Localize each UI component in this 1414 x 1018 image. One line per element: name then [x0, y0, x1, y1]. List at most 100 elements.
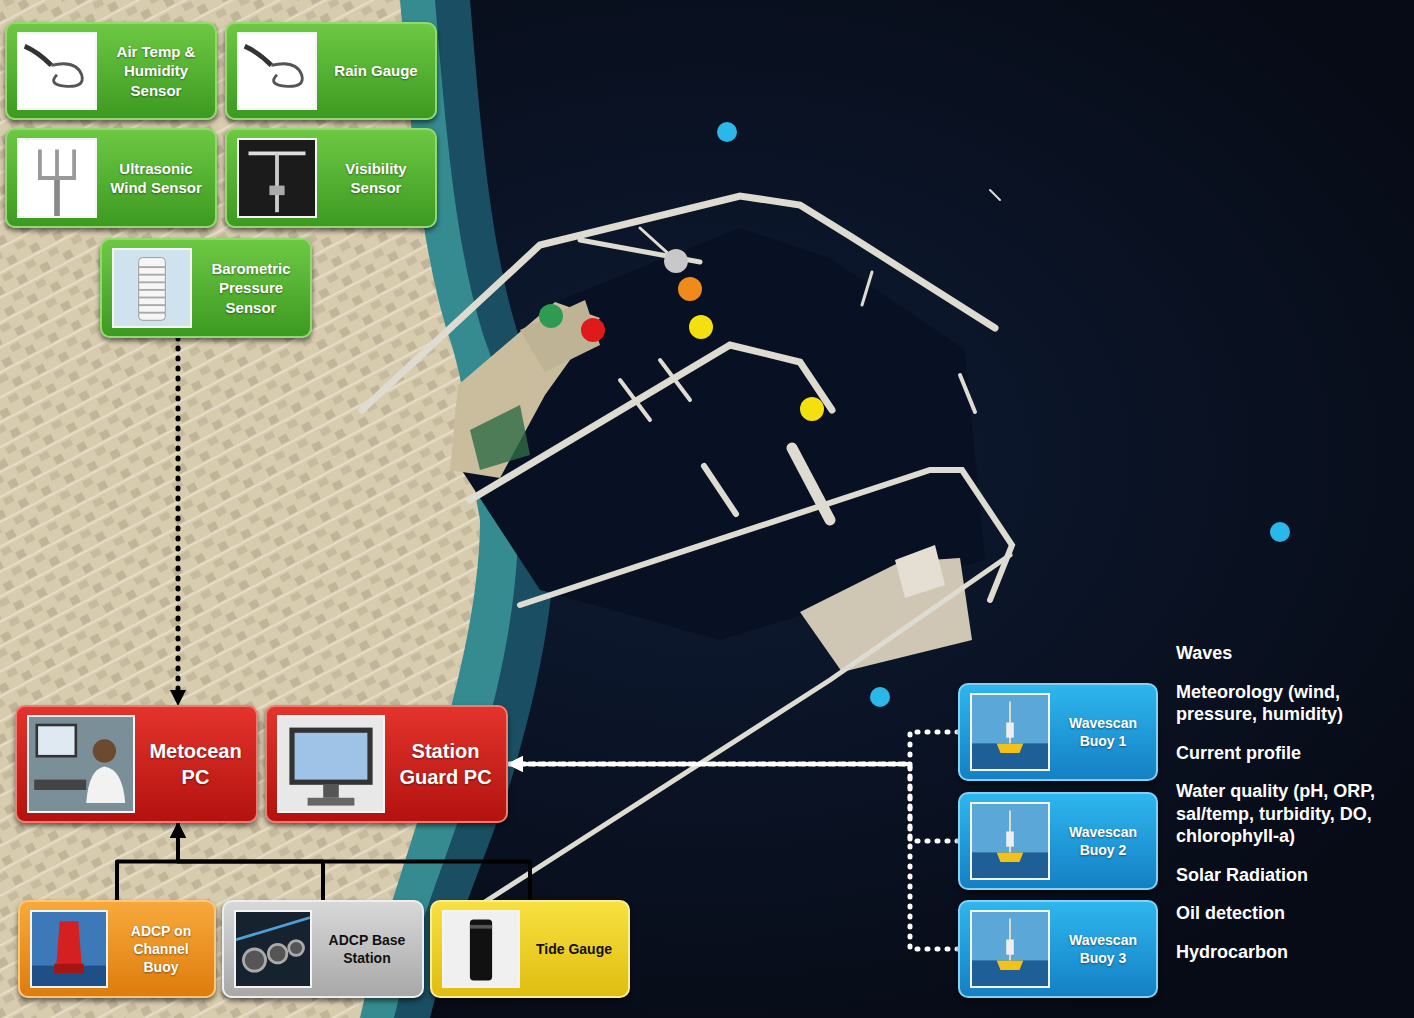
graphic-part	[289, 728, 372, 785]
device-icon	[972, 912, 1048, 986]
text-area: ADCP on Channel Buoy	[114, 902, 208, 996]
graphic-part	[139, 274, 166, 276]
pier	[704, 466, 736, 514]
device-icon	[239, 140, 315, 216]
device-icon	[19, 140, 95, 216]
buoy-box: Wavescan Buoy 1	[958, 683, 1158, 781]
pc-box: Station Guard PC	[265, 705, 508, 823]
graphic-part	[54, 964, 84, 973]
graphic-part	[997, 743, 1024, 753]
graphic-part	[289, 941, 304, 956]
device-icon	[444, 912, 518, 986]
icon-panel	[277, 715, 385, 813]
buoy-box: Wavescan Buoy 3	[958, 900, 1158, 998]
graphic-part	[269, 186, 284, 196]
buoy-dot	[870, 687, 890, 707]
icon-panel	[970, 802, 1050, 880]
icon-panel	[970, 910, 1050, 988]
graphic-part	[279, 717, 383, 811]
graphic-part	[997, 852, 1024, 862]
graphic-part	[40, 150, 74, 179]
text-area: Metocean PC	[141, 707, 250, 821]
connector	[508, 764, 958, 841]
graphic-part	[268, 944, 287, 963]
graphic-part	[139, 297, 166, 299]
icon-panel	[30, 910, 108, 988]
t-pier	[792, 448, 830, 520]
graphic-part	[139, 281, 166, 283]
icon-panel	[442, 910, 520, 988]
device-icon	[29, 717, 133, 811]
graphic-part	[972, 804, 1048, 878]
graphic-part	[275, 153, 279, 212]
graphic-part	[139, 304, 166, 306]
jetty	[480, 555, 1010, 905]
text-area: ADCP Base Station	[318, 902, 416, 996]
graphic-part	[19, 140, 95, 216]
deep-shelf	[0, 0, 555, 1018]
pier	[660, 360, 690, 400]
graphic-part	[239, 140, 315, 216]
graphic-part	[86, 767, 125, 803]
icon-panel	[17, 138, 97, 218]
parameter-label: Meteorology (wind, pressure, humidity)	[1176, 681, 1408, 726]
node-label: ADCP on Channel Buoy	[114, 922, 208, 977]
weather-station-dot	[539, 304, 563, 328]
text-area: Air Temp & Humidity Sensor	[103, 24, 209, 118]
station-dots	[539, 122, 1290, 707]
parameter-label: Current profile	[1176, 742, 1408, 765]
graphic-part	[271, 64, 302, 87]
text-area: Wavescan Buoy 1	[1056, 685, 1150, 779]
buoy-dot	[717, 122, 737, 142]
icon-panel	[970, 693, 1050, 771]
shallow-water	[0, 0, 518, 1018]
graphic-part	[139, 258, 166, 321]
node-label: Tide Gauge	[526, 940, 622, 958]
harbour-basin	[455, 228, 985, 640]
graphic-part	[114, 250, 190, 326]
graphic-part	[236, 912, 310, 986]
pier	[620, 380, 650, 420]
node-label: Wavescan Buoy 1	[1056, 714, 1150, 750]
device-icon	[239, 34, 315, 108]
graphic-part	[56, 921, 82, 967]
text-area: Barometric Pressure Sensor	[198, 240, 304, 336]
instrument-box: ADCP Base Station	[222, 900, 424, 998]
device-icon	[114, 250, 190, 326]
instrument-box: ADCP on Channel Buoy	[18, 900, 216, 998]
graphic-part	[972, 912, 1048, 986]
sensor-box: Ultrasonic Wind Sensor	[5, 128, 217, 228]
node-label: Rain Gauge	[323, 61, 429, 81]
node-label: ADCP Base Station	[318, 931, 416, 967]
device-icon	[32, 912, 106, 986]
text-area: Station Guard PC	[391, 707, 500, 821]
graphic-part	[239, 34, 315, 108]
parameter-list: WavesMeteorology (wind, pressure, humidi…	[1176, 642, 1408, 979]
graphic-part	[245, 46, 272, 65]
text-area: Tide Gauge	[526, 902, 622, 996]
pc-box: Metocean PC	[15, 705, 258, 823]
node-label: Station Guard PC	[391, 738, 500, 790]
connector	[508, 732, 958, 764]
device-icon	[972, 804, 1048, 878]
graphic-part	[29, 717, 133, 811]
icon-panel	[237, 138, 317, 218]
graphic-part	[470, 925, 492, 929]
south-breakwater	[520, 470, 1012, 605]
text-area: Ultrasonic Wind Sensor	[103, 130, 209, 226]
graphic-part	[243, 949, 265, 971]
adcp-buoy-dot	[678, 277, 702, 301]
parameter-label: Water quality (pH, ORP, sal/temp, turbid…	[1176, 780, 1408, 848]
middle-mole	[470, 345, 832, 500]
graphic-part	[323, 785, 339, 798]
buoy-dot	[1270, 522, 1290, 542]
node-label: Visibility Sensor	[323, 159, 429, 198]
icon-panel	[234, 910, 312, 988]
graphic-part	[308, 798, 355, 806]
text-area: Wavescan Buoy 2	[1056, 794, 1150, 888]
node-label: Ultrasonic Wind Sensor	[103, 159, 209, 198]
text-area: Rain Gauge	[323, 24, 429, 118]
graphic-part	[55, 150, 59, 179]
connector	[178, 823, 530, 900]
connector	[117, 823, 178, 900]
